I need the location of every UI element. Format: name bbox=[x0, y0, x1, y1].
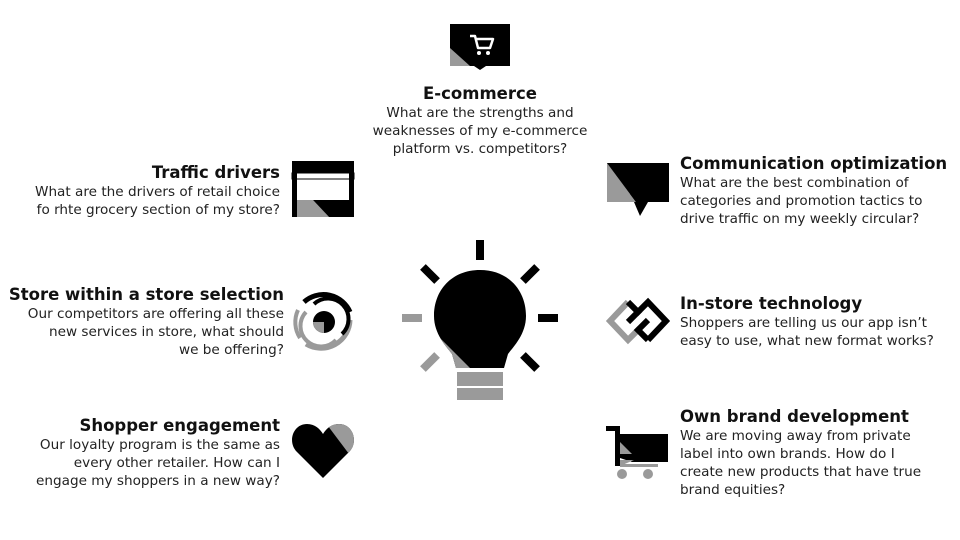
traffic-drivers-block: Traffic drivers What are the drivers of … bbox=[0, 163, 280, 219]
shopper-engagement-desc-line: engage my shoppers in a new way? bbox=[36, 473, 280, 489]
linked-diamonds-icon bbox=[606, 296, 670, 346]
communication-optimization-title: Communication optimization bbox=[680, 154, 948, 173]
shopper-engagement-desc-line: every other retailer. How can I bbox=[73, 455, 280, 471]
heart-icon bbox=[291, 422, 355, 480]
own-brand-development-block: Own brand development We are moving away… bbox=[680, 407, 960, 499]
store-within-store-desc-line: new services in store, what should bbox=[48, 324, 284, 340]
communication-optimization-desc-line: What are the best combination of bbox=[680, 175, 909, 191]
in-store-technology-block: In-store technology Shoppers are telling… bbox=[680, 294, 960, 350]
traffic-drivers-title: Traffic drivers bbox=[151, 163, 280, 182]
store-within-store-title: Store within a store selection bbox=[8, 285, 284, 304]
shopper-engagement-block: Shopper engagement Our loyalty program i… bbox=[0, 416, 280, 490]
storefront-icon bbox=[291, 160, 355, 220]
ecommerce-desc-line: weaknesses of my e-commerce bbox=[372, 123, 588, 139]
shopping-cart-icon bbox=[606, 424, 670, 480]
own-brand-development-desc-line: brand equities? bbox=[680, 482, 786, 498]
traffic-drivers-desc-line: What are the drivers of retail choice bbox=[35, 184, 280, 200]
store-within-store-desc-line: Our competitors are offering all these bbox=[27, 306, 284, 322]
own-brand-development-desc-line: label into own brands. How do I bbox=[680, 446, 895, 462]
shopper-engagement-desc-line: Our loyalty program is the same as bbox=[39, 437, 280, 453]
shopper-engagement-title: Shopper engagement bbox=[79, 416, 280, 435]
ecommerce-desc-line: platform vs. competitors? bbox=[392, 141, 568, 157]
store-within-store-block: Store within a store selection Our compe… bbox=[0, 285, 284, 359]
lightbulb-icon bbox=[402, 240, 558, 402]
own-brand-development-desc-line: create new products that have true bbox=[680, 464, 922, 480]
store-within-store-desc-line: we be offering? bbox=[179, 342, 284, 358]
ecommerce-title: E-commerce bbox=[423, 84, 537, 103]
in-store-technology-desc-line: Shoppers are telling us our app isn’t bbox=[680, 315, 927, 331]
communication-optimization-block: Communication optimization What are the … bbox=[680, 154, 960, 228]
own-brand-development-desc-line: We are moving away from private bbox=[680, 428, 911, 444]
in-store-technology-desc-line: easy to use, what new format works? bbox=[680, 333, 934, 349]
communication-optimization-desc-line: categories and promotion tactics to bbox=[680, 193, 923, 209]
in-store-technology-title: In-store technology bbox=[680, 294, 863, 313]
shopping-cart-screen-icon bbox=[448, 22, 512, 70]
traffic-drivers-desc-line: fo rhte grocery section of my store? bbox=[36, 202, 280, 218]
ecommerce-block: E-commerce What are the strengths and we… bbox=[340, 84, 620, 158]
communication-optimization-desc-line: drive traffic on my weekly circular? bbox=[680, 211, 920, 227]
speech-bubble-icon bbox=[606, 162, 670, 218]
ecommerce-desc-line: What are the strengths and bbox=[386, 105, 574, 121]
own-brand-development-title: Own brand development bbox=[680, 407, 909, 426]
target-rings-icon bbox=[292, 290, 356, 354]
